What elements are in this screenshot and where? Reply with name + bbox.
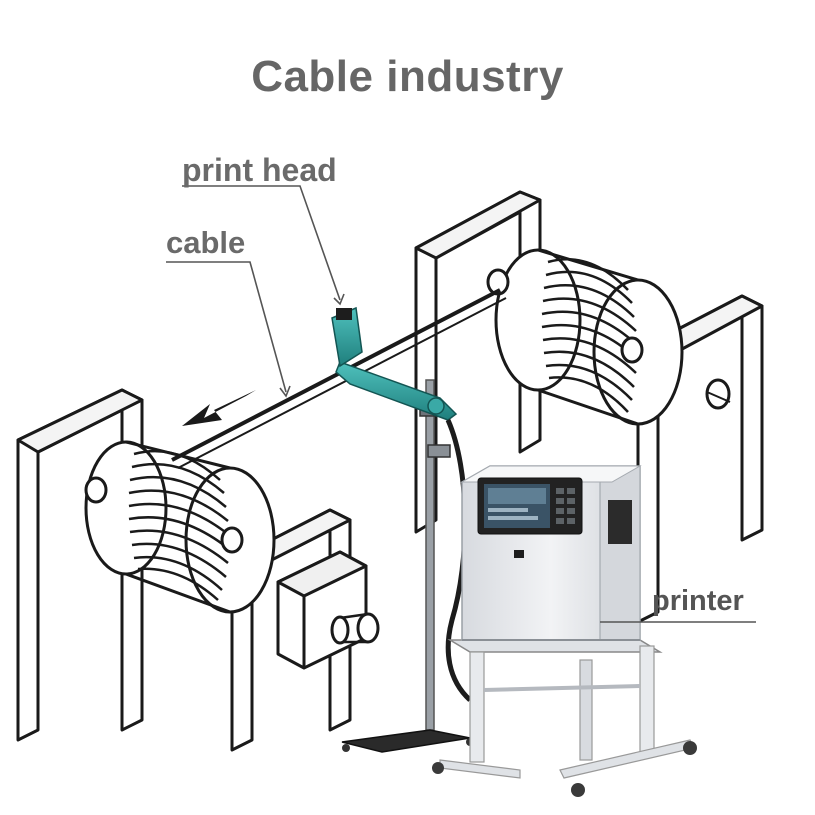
front-cable-spool <box>84 440 276 614</box>
rear-cable-spool <box>486 248 684 426</box>
label-leader-lines <box>166 185 756 623</box>
print-head-label: print head <box>182 152 337 188</box>
diagram-title: Cable industry <box>251 52 564 101</box>
cable-line <box>171 288 507 469</box>
print-head-bracket <box>331 306 474 753</box>
front-spool-stand <box>16 388 380 752</box>
direction-arrow-icon <box>182 390 256 426</box>
inkjet-printer <box>432 465 697 797</box>
printer-label: printer <box>652 585 744 617</box>
cable-label: cable <box>166 225 246 260</box>
